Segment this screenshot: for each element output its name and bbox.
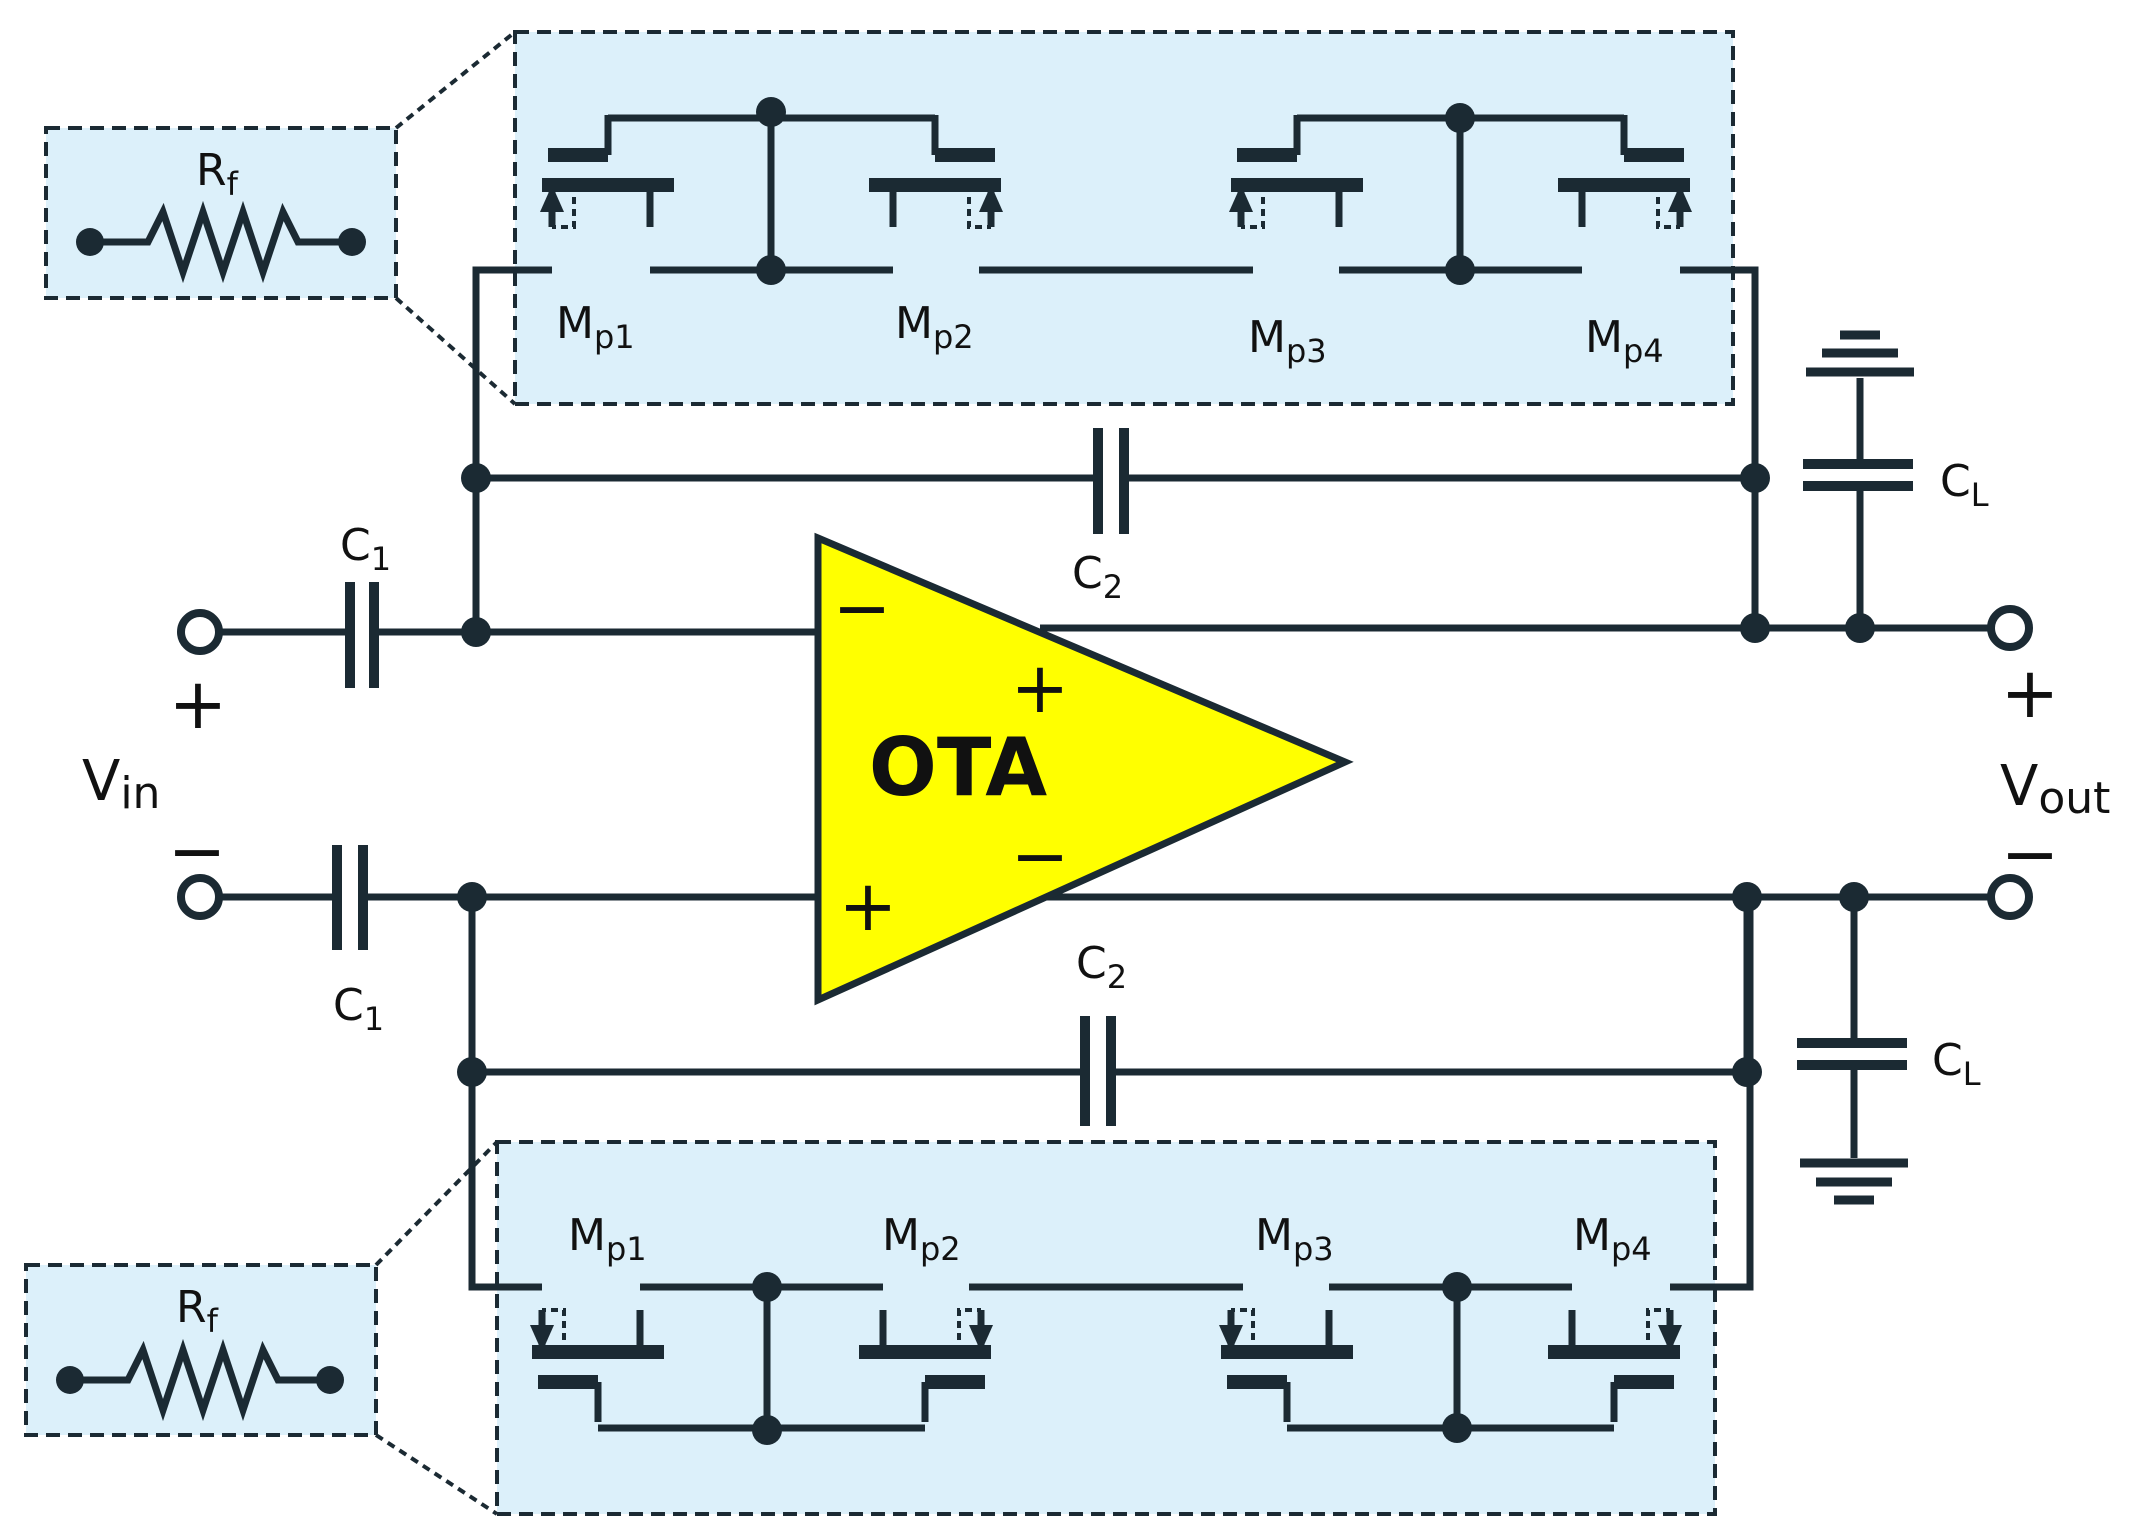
rf-top-label: Rf xyxy=(196,145,239,203)
mp3-bottom-sub: p3 xyxy=(1293,1230,1334,1268)
mp2-top-sub: p2 xyxy=(933,318,974,356)
mp3-top-name: M xyxy=(1248,312,1286,363)
c1-bottom-sub: 1 xyxy=(364,1000,384,1038)
capacitor-c2-top xyxy=(1093,428,1129,534)
capacitor-cl-bottom xyxy=(1797,1038,1907,1070)
mp1-bottom-name: M xyxy=(568,1210,606,1261)
ota-out-neg-sign: − xyxy=(1011,815,1070,897)
cl-bottom-label: CL xyxy=(1932,1035,1981,1093)
cl-top-sub: L xyxy=(1971,476,1989,514)
c1-top-name: C xyxy=(340,520,371,571)
cl-bottom-name: C xyxy=(1932,1035,1963,1086)
c2-top-name: C xyxy=(1072,548,1103,599)
c2-top-label: C2 xyxy=(1072,548,1123,606)
ota-noninverting-sign: + xyxy=(839,865,898,947)
c2-top-sub: 2 xyxy=(1103,568,1123,606)
c1-bottom-label: C1 xyxy=(333,980,384,1038)
mp1-top-name: M xyxy=(556,298,594,349)
vout-neg-sign: − xyxy=(2001,813,2060,895)
terminals xyxy=(177,605,2033,920)
top-pseudo-resistor-block xyxy=(44,30,1759,465)
mp1-bottom-sub: p1 xyxy=(606,1230,647,1268)
mp4-top-name: M xyxy=(1585,312,1623,363)
rf-top-sub: f xyxy=(227,165,239,203)
cl-top-label: CL xyxy=(1940,456,1989,514)
c1-top-label: C1 xyxy=(340,520,391,578)
vin-pos-sign: + xyxy=(169,663,228,745)
mp3-bottom-name: M xyxy=(1255,1210,1293,1261)
ground-symbol-bottom xyxy=(1800,1158,1908,1205)
vin-label: Vin xyxy=(82,749,160,819)
vin-neg-sign: − xyxy=(168,810,227,892)
mp3-top-sub: p3 xyxy=(1286,332,1327,370)
vout-subscript: out xyxy=(2038,773,2110,824)
mp4-bottom-name: M xyxy=(1573,1210,1611,1261)
main-wires xyxy=(213,378,1997,1158)
rf-bottom-sub: f xyxy=(207,1302,219,1340)
mp2-bottom-sub: p2 xyxy=(920,1230,961,1268)
rf-bottom-label: Rf xyxy=(176,1282,219,1340)
resistor-symbol-top xyxy=(76,200,366,284)
mp4-bottom-sub: p4 xyxy=(1611,1230,1652,1268)
cl-top-name: C xyxy=(1940,456,1971,507)
c1-top-sub: 1 xyxy=(371,540,391,578)
mp2-top-label: Mp2 xyxy=(895,298,974,356)
mp4-top-label: Mp4 xyxy=(1585,312,1664,370)
mp3-top-label: Mp3 xyxy=(1248,312,1327,370)
cl-bottom-sub: L xyxy=(1963,1055,1981,1093)
capacitor-cl-top xyxy=(1803,459,1913,491)
rf-bottom-name: R xyxy=(176,1282,207,1333)
c2-bottom-label: C2 xyxy=(1076,938,1127,996)
vout-name: V xyxy=(2000,754,2038,819)
ota-out-pos-sign: + xyxy=(1011,647,1070,729)
mp4-top-sub: p4 xyxy=(1623,332,1664,370)
vout-pos-sign: + xyxy=(2001,652,2060,734)
rf-top-name: R xyxy=(196,145,227,196)
ota-label: OTA xyxy=(869,721,1047,814)
mp2-top-name: M xyxy=(895,298,933,349)
c2-bottom-name: C xyxy=(1076,938,1107,989)
junction-dots xyxy=(457,463,1875,1087)
vin-name: V xyxy=(82,749,120,814)
vin-subscript: in xyxy=(120,768,160,819)
resistor-symbol-bottom xyxy=(56,1338,344,1422)
mp1-top-label: Mp1 xyxy=(556,298,635,356)
capacitor-c1-top xyxy=(345,582,379,688)
mp4-bottom-label: Mp4 xyxy=(1573,1210,1652,1268)
mp2-bottom-name: M xyxy=(882,1210,920,1261)
c2-bottom-sub: 2 xyxy=(1107,958,1127,996)
ground-symbol-top xyxy=(1806,330,1914,377)
c1-bottom-name: C xyxy=(333,980,364,1031)
mp3-bottom-label: Mp3 xyxy=(1255,1210,1334,1268)
mp1-bottom-label: Mp1 xyxy=(568,1210,647,1268)
mp2-bottom-label: Mp2 xyxy=(882,1210,961,1268)
ota-inverting-sign: − xyxy=(833,567,892,649)
capacitor-c2-bottom xyxy=(1080,1016,1116,1126)
vout-label: Vout xyxy=(2000,754,2110,824)
bottom-pseudo-resistor-block xyxy=(24,895,1754,1516)
mp1-top-sub: p1 xyxy=(594,318,635,356)
ota-amplifier xyxy=(814,532,1354,1006)
capacitor-c1-bottom xyxy=(332,845,368,950)
